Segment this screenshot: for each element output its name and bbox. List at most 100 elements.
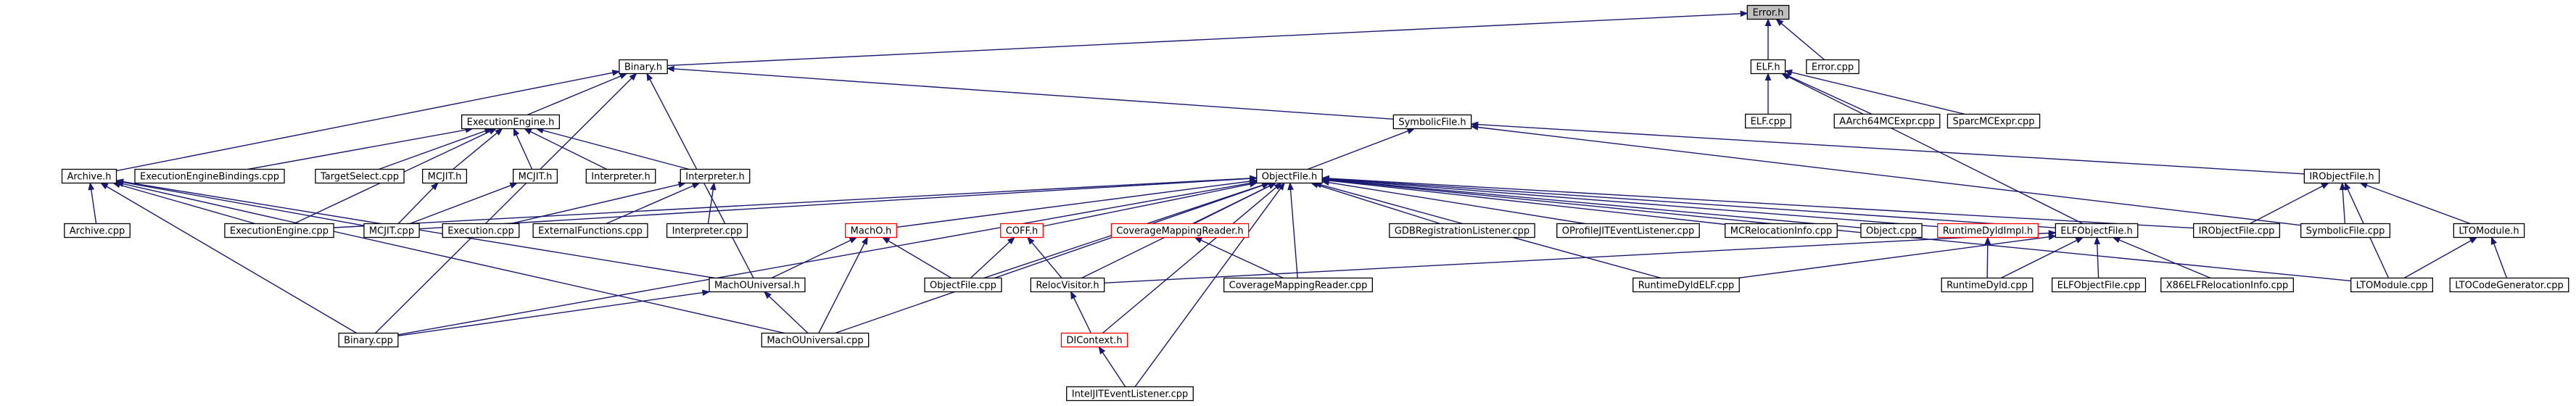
edge-objectfile-h-to-executionengine-cpp xyxy=(334,175,1258,228)
edge-line xyxy=(1329,178,2056,228)
node-archive-h[interactable]: Archive.h xyxy=(61,168,117,184)
arrowhead-icon xyxy=(764,291,772,299)
edge-irobjectfile-h-to-ltomodule-h xyxy=(2359,182,2471,225)
edge-executionengine-h-to-executionenginebindings-cpp xyxy=(247,126,474,170)
arrowhead-icon xyxy=(646,72,653,81)
arrowhead-icon xyxy=(862,236,868,245)
edge-error-h-to-error-cpp xyxy=(1775,18,1825,61)
node-aarch64mcexpr-cpp[interactable]: AArch64MCExpr.cpp xyxy=(1833,113,1941,129)
node-irobjectfile-cpp[interactable]: IRObjectFile.cpp xyxy=(2192,223,2281,239)
node-coveragemappingreader-h[interactable]: CoverageMappingReader.h xyxy=(1110,223,1250,239)
node-coveragemappingreader-cpp[interactable]: CoverageMappingReader.cpp xyxy=(1223,277,1373,293)
node-mcjit-cpp[interactable]: MCJIT.cpp xyxy=(363,223,420,239)
node-machouniversal-cpp[interactable]: MachOUniversal.cpp xyxy=(761,332,870,348)
node-label: MCJIT.cpp xyxy=(369,226,414,237)
node-gdbregistrationlistener-cpp[interactable]: GDBRegistrationListener.cpp xyxy=(1389,223,1535,239)
node-binary-cpp[interactable]: Binary.cpp xyxy=(338,332,399,348)
arrowhead-icon xyxy=(2075,236,2084,244)
node-box xyxy=(1746,4,1790,20)
edge-line xyxy=(1787,75,2084,225)
node-orcmcjit-h[interactable]: MCJIT.h xyxy=(512,168,558,184)
node-executionengine-cpp[interactable]: ExecutionEngine.cpp xyxy=(224,223,334,239)
node-box xyxy=(1941,277,2034,293)
edge-symbolicfile-h-to-objectfile-h xyxy=(1307,128,1416,170)
edge-line xyxy=(1104,232,2049,283)
node-objectfile-cpp[interactable]: ObjectFile.cpp xyxy=(924,277,1002,293)
node-runtimedyldimpl-h[interactable]: RuntimeDyldImpl.h xyxy=(1937,223,2039,239)
edge-error-h-to-elf-h xyxy=(1764,18,1772,60)
node-relocvisitor-h[interactable]: RelocVisitor.h xyxy=(1030,277,1105,293)
node-ltocodegenerator-cpp[interactable]: LTOCodeGenerator.cpp xyxy=(2449,277,2569,293)
edge-line xyxy=(91,189,97,224)
edge-line xyxy=(1329,180,1725,225)
node-label: Error.cpp xyxy=(1812,62,1854,73)
node-inteljiteventlistener-cpp[interactable]: IntelJITEventListener.cpp xyxy=(1066,386,1194,402)
node-box xyxy=(224,223,334,239)
node-oprofilejiteventlistener-cpp[interactable]: OProfileJITEventListener.cpp xyxy=(1556,223,1700,239)
node-interpreter-cpp[interactable]: Interpreter.cpp xyxy=(666,223,748,239)
node-executionenginebindings-cpp[interactable]: ExecutionEngineBindings.cpp xyxy=(134,168,285,184)
node-dicontext-h[interactable]: DIContext.h xyxy=(1060,332,1128,348)
node-mcjit-h[interactable]: MCJIT.h xyxy=(421,168,468,184)
edge-archive-h-to-binary-cpp xyxy=(100,182,358,334)
node-ltomodule-cpp[interactable]: LTOModule.cpp xyxy=(2350,277,2433,293)
arrowhead-icon xyxy=(509,182,519,188)
arrowhead-icon xyxy=(431,182,439,191)
arrowhead-icon xyxy=(1764,72,1772,80)
edge-line xyxy=(1780,22,1825,61)
node-label: ObjectFile.h xyxy=(1262,172,1317,183)
node-object-cpp[interactable]: Object.cpp xyxy=(1860,223,1923,239)
node-symbolicfile-cpp[interactable]: SymbolicFile.cpp xyxy=(2300,223,2391,239)
node-elf-cpp[interactable]: ELF.cpp xyxy=(1745,113,1791,129)
arrowhead-icon xyxy=(629,72,637,81)
node-macho-h[interactable]: MachO.h xyxy=(845,223,897,239)
node-error-h[interactable]: Error.h xyxy=(1746,4,1790,20)
edge-line xyxy=(818,243,865,334)
node-binary-h[interactable]: Binary.h xyxy=(619,59,668,75)
node-interpreter-h-2[interactable]: Interpreter.h xyxy=(680,168,751,184)
node-irobjectfile-h[interactable]: IRObjectFile.h xyxy=(2303,168,2380,184)
node-coff-h[interactable]: COFF.h xyxy=(1000,223,1044,239)
edge-line xyxy=(397,182,1251,336)
arrowhead-icon xyxy=(611,70,621,76)
arrowhead-icon xyxy=(488,128,498,135)
node-execution-cpp[interactable]: Execution.cpp xyxy=(442,223,520,239)
node-ltomodule-h[interactable]: LTOModule.h xyxy=(2453,223,2525,239)
arrowhead-icon xyxy=(2344,182,2351,191)
edge-line xyxy=(2000,239,2078,279)
node-archive-cpp[interactable]: Archive.cpp xyxy=(64,223,131,239)
node-label: IRObjectFile.cpp xyxy=(2199,226,2275,237)
edge-dicontext-h-to-inteljiteventlistener-cpp xyxy=(1098,346,1126,387)
edge-line xyxy=(1477,126,2301,226)
node-label: Interpreter.h xyxy=(685,172,744,183)
node-symbolicfile-h[interactable]: SymbolicFile.h xyxy=(1392,114,1472,130)
edge-binary-h-to-binary-cpp xyxy=(375,72,637,334)
node-label: Error.h xyxy=(1753,8,1784,19)
node-label: RuntimeDyld.cpp xyxy=(1947,281,2028,291)
node-externalfunctions-cpp[interactable]: ExternalFunctions.cpp xyxy=(532,223,648,239)
node-runtimedyldelf-cpp[interactable]: RuntimeDyldELF.cpp xyxy=(1632,277,1740,293)
node-error-cpp[interactable]: Error.cpp xyxy=(1806,59,1859,75)
node-label: ELFObjectFile.cpp xyxy=(2057,281,2141,291)
node-objectfile-h[interactable]: ObjectFile.h xyxy=(1256,168,1323,184)
edge-objectfile-h-to-inteljiteventlistener-cpp xyxy=(1134,182,1285,387)
edge-line xyxy=(1477,124,2305,175)
node-box xyxy=(1725,223,1838,239)
edge-line xyxy=(1031,241,1062,278)
node-interpreter-h-1[interactable]: Interpreter.h xyxy=(585,168,656,184)
edge-line xyxy=(1102,186,1277,334)
edge-line xyxy=(606,185,694,225)
node-executionengine-h[interactable]: ExecutionEngine.h xyxy=(461,114,561,130)
node-x86elfrelocationinfo-cpp[interactable]: X86ELFRelocationInfo.cpp xyxy=(2160,277,2294,293)
node-runtimedyld-cpp[interactable]: RuntimeDyld.cpp xyxy=(1941,277,2034,293)
node-elf-h[interactable]: ELF.h xyxy=(1750,59,1786,75)
node-mcrelocationinfo-cpp[interactable]: MCRelocationInfo.cpp xyxy=(1725,223,1838,239)
node-targetselect-cpp[interactable]: TargetSelect.cpp xyxy=(315,168,405,184)
node-sparcmcexpr-cpp[interactable]: SparcMCExpr.cpp xyxy=(1947,113,2041,129)
node-elfobjectfile-h[interactable]: ELFObjectFile.h xyxy=(2055,223,2139,239)
node-elfobjectfile-cpp[interactable]: ELFObjectFile.cpp xyxy=(2051,277,2147,293)
node-box xyxy=(2449,277,2569,293)
node-machouniversal-h[interactable]: MachOUniversal.h xyxy=(709,277,806,293)
edge-elfobjectfile-h-to-elfobjectfile-cpp xyxy=(2094,236,2101,278)
arrowhead-icon xyxy=(2339,182,2346,191)
